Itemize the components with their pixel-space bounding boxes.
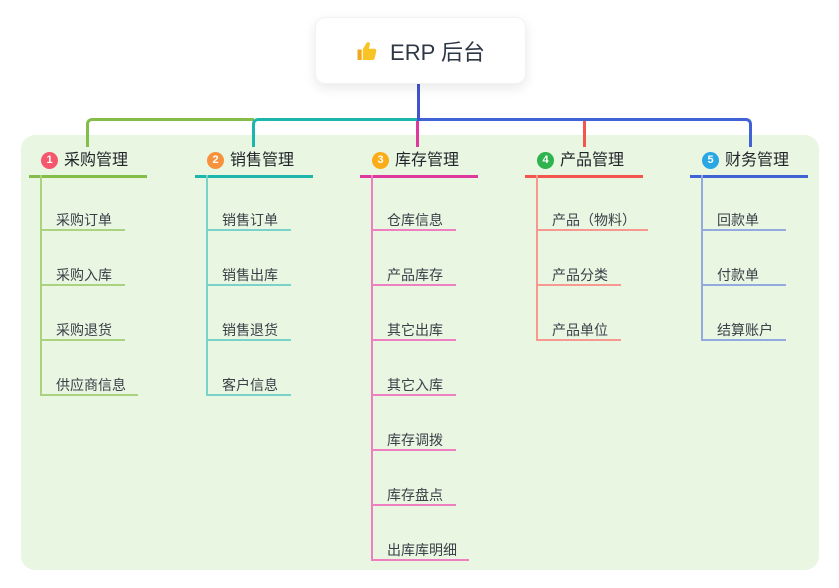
leaf-node[interactable]: 结算账户 — [701, 322, 786, 341]
root-node-title: ERP 后台 — [390, 39, 485, 65]
leaf-node[interactable]: 产品分类 — [536, 267, 621, 286]
canvas-panel — [21, 135, 819, 570]
leaf-node[interactable]: 采购退货 — [40, 322, 125, 341]
connector-line — [583, 121, 586, 147]
branch-sales: 2 销售管理 销售订单 销售出库 销售退货 客户信息 — [195, 146, 313, 396]
leaf-node[interactable]: 供应商信息 — [40, 377, 138, 396]
leaf-node[interactable]: 库存盘点 — [371, 487, 456, 506]
branch-badge: 4 — [537, 152, 554, 169]
branch-procurement: 1 采购管理 采购订单 采购入库 采购退货 供应商信息 — [29, 146, 147, 396]
connector-line — [418, 118, 752, 147]
leaf-node[interactable]: 仓库信息 — [371, 212, 456, 231]
leaf-node[interactable]: 付款单 — [701, 267, 786, 286]
connector-line — [252, 118, 418, 147]
connector-line — [416, 121, 419, 147]
branch-label: 销售管理 — [230, 152, 295, 169]
branch-node-sales[interactable]: 2 销售管理 — [195, 146, 313, 178]
leaf-node[interactable]: 其它入库 — [371, 377, 456, 396]
branch-badge: 2 — [207, 152, 224, 169]
root-connector-line — [417, 82, 420, 121]
leaf-node[interactable]: 库存调拨 — [371, 432, 456, 451]
branch-label: 库存管理 — [395, 152, 460, 169]
leaf-node[interactable]: 产品单位 — [536, 322, 621, 341]
leaf-node[interactable]: 产品库存 — [371, 267, 456, 286]
thumbs-up-icon — [357, 41, 377, 60]
branch-node-procurement[interactable]: 1 采购管理 — [29, 146, 147, 178]
leaf-node[interactable]: 销售退货 — [206, 322, 291, 341]
branch-node-product[interactable]: 4 产品管理 — [525, 146, 643, 178]
leaf-node[interactable]: 客户信息 — [206, 377, 291, 396]
branch-product: 4 产品管理 产品（物料） 产品分类 产品单位 — [525, 146, 648, 341]
leaf-node[interactable]: 其它出库 — [371, 322, 456, 341]
branch-connector-line — [701, 175, 703, 341]
branch-connector-line — [371, 175, 373, 561]
leaf-node[interactable]: 销售出库 — [206, 267, 291, 286]
leaf-node[interactable]: 出库库明细 — [371, 542, 469, 561]
leaf-node[interactable]: 回款单 — [701, 212, 786, 231]
branch-badge: 1 — [41, 152, 58, 169]
branch-label: 财务管理 — [725, 152, 790, 169]
connector-line — [86, 118, 254, 147]
leaf-node[interactable]: 采购订单 — [40, 212, 125, 231]
branch-label: 采购管理 — [64, 152, 129, 169]
branch-badge: 5 — [702, 152, 719, 169]
leaf-node[interactable]: 采购入库 — [40, 267, 125, 286]
branch-label: 产品管理 — [560, 152, 625, 169]
branch-node-inventory[interactable]: 3 库存管理 — [360, 146, 478, 178]
leaf-node[interactable]: 产品（物料） — [536, 212, 648, 231]
branch-node-finance[interactable]: 5 财务管理 — [690, 146, 808, 178]
branch-connector-line — [536, 175, 538, 341]
branch-badge: 3 — [372, 152, 389, 169]
branch-finance: 5 财务管理 回款单 付款单 结算账户 — [690, 146, 808, 341]
branch-inventory: 3 库存管理 仓库信息 产品库存 其它出库 其它入库 库存调拨 库存盘点 出库库… — [360, 146, 478, 561]
leaf-node[interactable]: 销售订单 — [206, 212, 291, 231]
root-node[interactable]: ERP 后台 — [315, 17, 526, 84]
